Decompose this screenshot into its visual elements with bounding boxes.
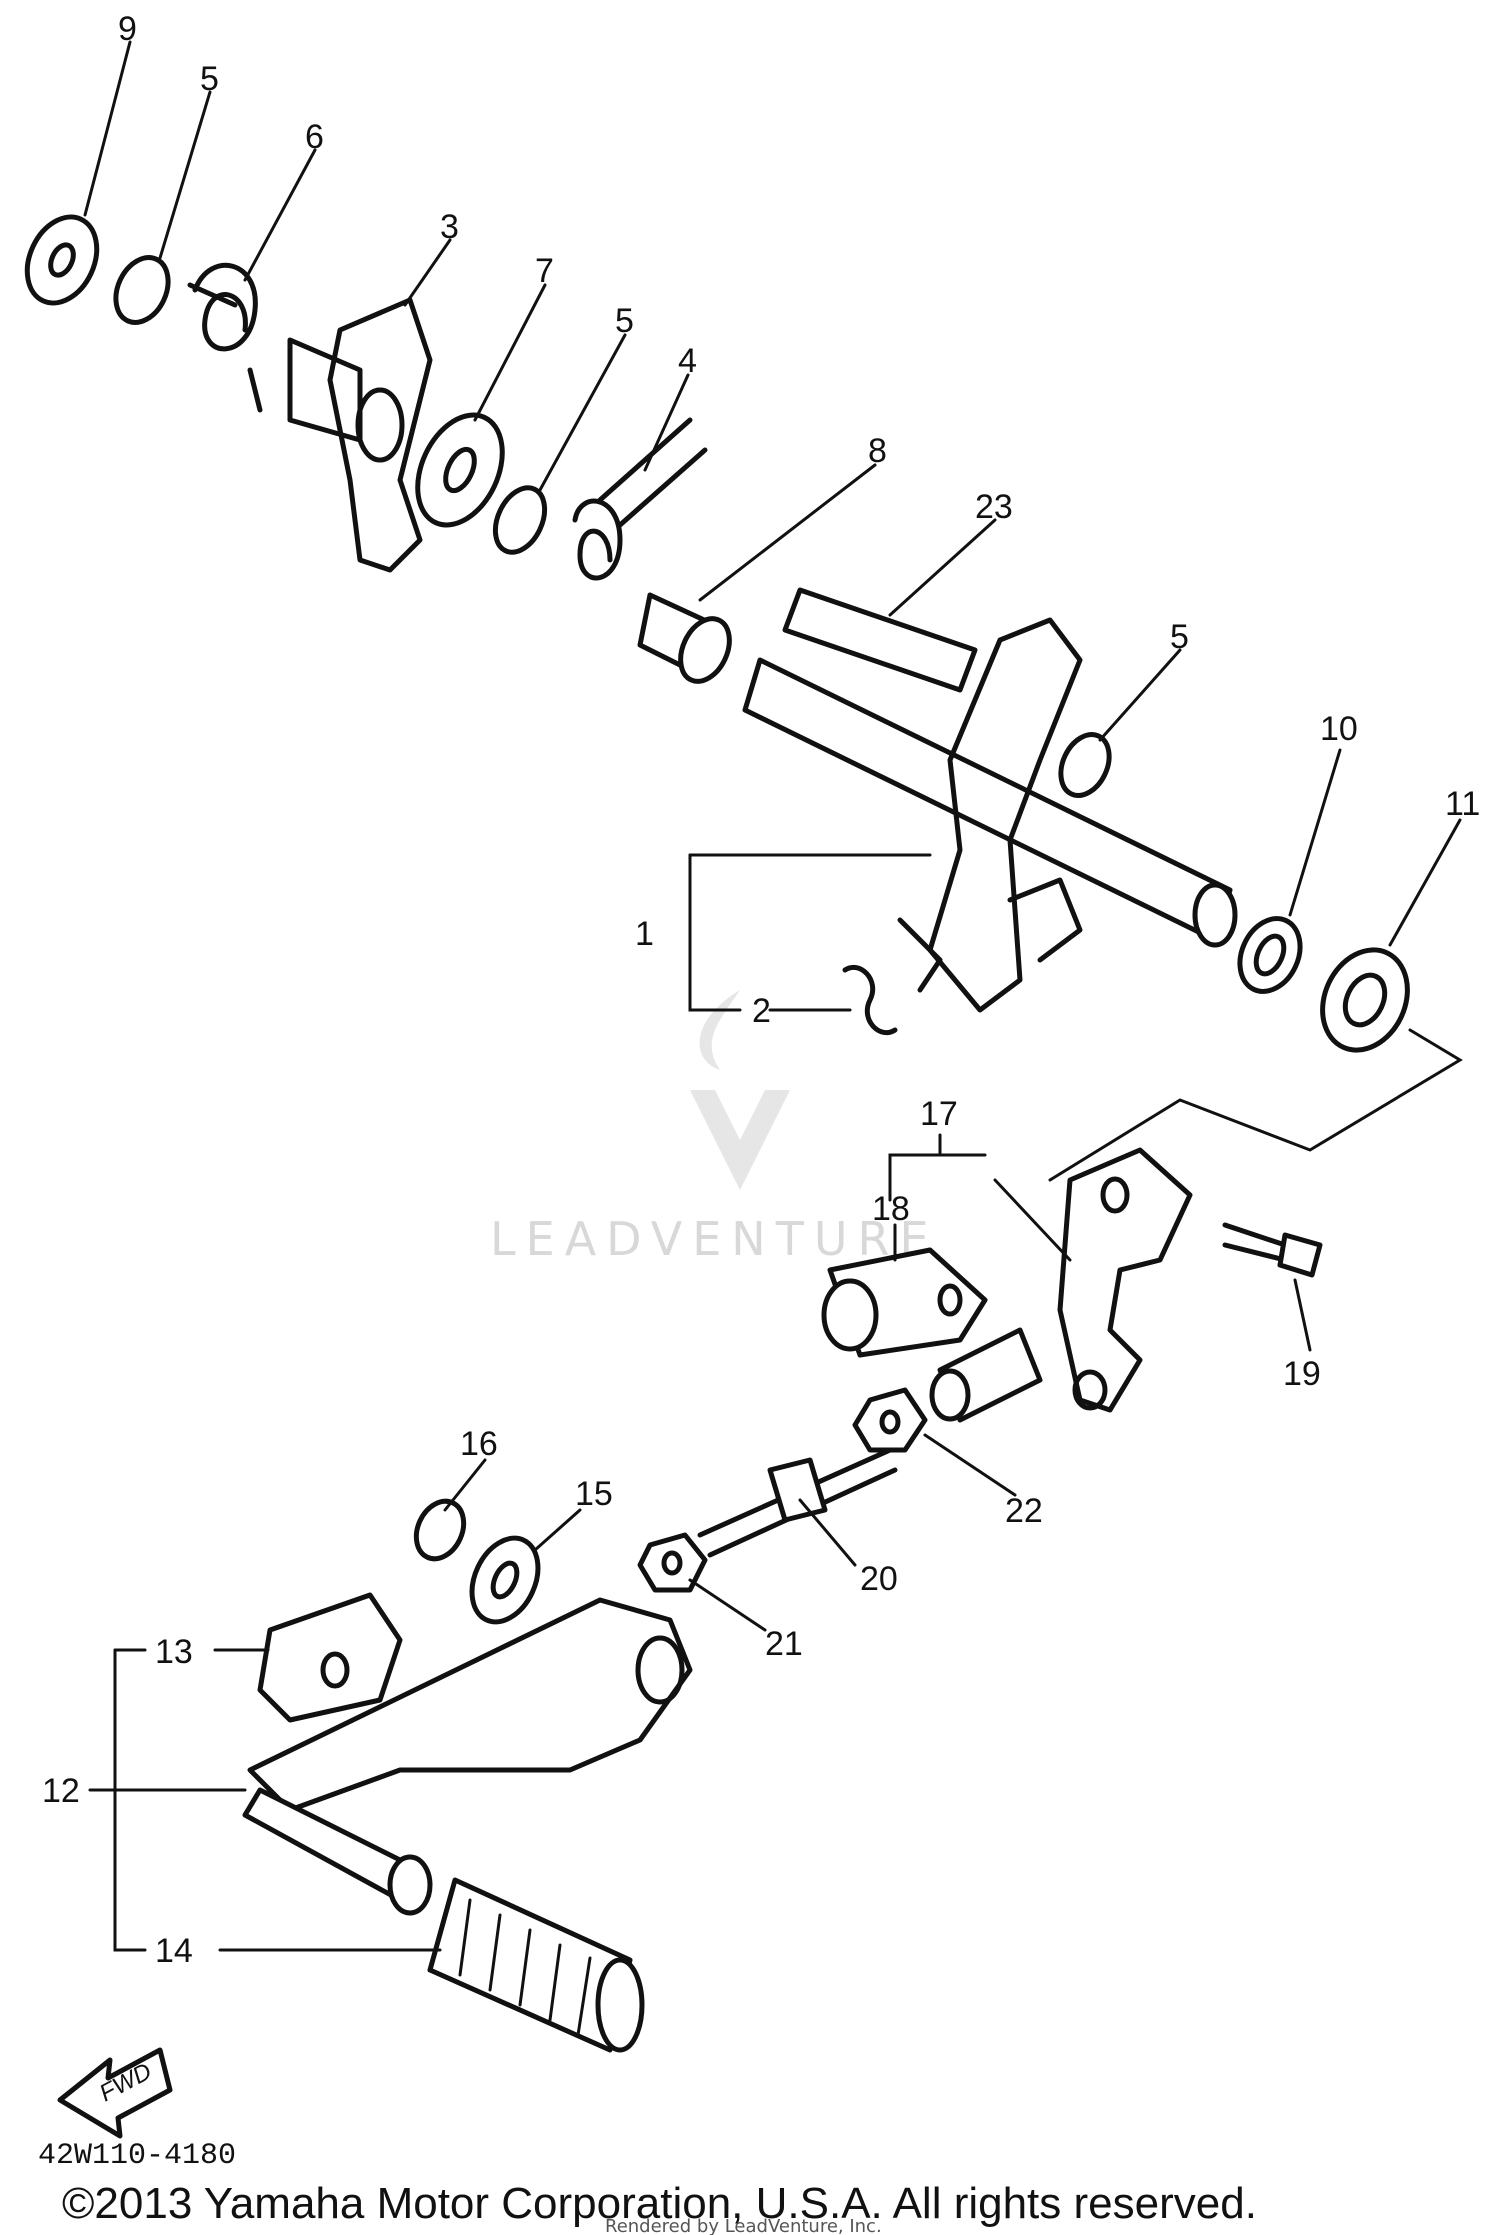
drawing-code: 42W110-4180 (38, 2139, 236, 2173)
part-joint-13 (257, 1592, 403, 1723)
part-nut-21 (637, 1532, 708, 1593)
callout-20: 20 (860, 1560, 898, 1598)
part-joint-18 (821, 1247, 988, 1358)
rendered-by-note: Rendered by LeadVenture, Inc. (605, 2216, 882, 2235)
part-oil-seal-11 (1320, 947, 1410, 1053)
callout-10: 10 (1320, 710, 1358, 748)
part-circlip-5c (1058, 732, 1112, 798)
part-circlip-16 (413, 1498, 467, 1562)
callout-7: 7 (535, 252, 554, 290)
part-circlip-5a (113, 255, 171, 325)
part-shift-pedal-12 (242, 1597, 693, 1916)
callout-21: 21 (765, 1625, 803, 1663)
part-spring-4 (572, 417, 708, 581)
callout-19: 19 (1283, 1355, 1321, 1393)
part-spring-2 (842, 964, 898, 1036)
part-rod-20 (697, 1447, 898, 1558)
copyright-notice: ©2013 Yamaha Motor Corporation, U.S.A. A… (62, 2179, 1257, 2228)
callout-2: 2 (752, 992, 771, 1030)
callout-18: 18 (872, 1190, 910, 1228)
callout-13: 13 (155, 1633, 193, 1671)
part-collar-8 (637, 592, 732, 684)
callout-4: 4 (678, 342, 697, 380)
callout-12: 12 (42, 1772, 80, 1810)
callout-22: 22 (1005, 1492, 1043, 1530)
callout-1: 1 (635, 915, 654, 953)
part-washer-7 (415, 412, 505, 528)
fwd-arrow-icon: FWD (57, 2047, 173, 2139)
callout-3: 3 (440, 208, 459, 246)
watermark-text: LEADVENTURE (490, 1212, 939, 1266)
callout-6: 6 (305, 118, 324, 156)
callout-5: 5 (200, 60, 219, 98)
part-circlip-5b (492, 485, 548, 555)
callout-15: 15 (575, 1475, 613, 1513)
part-bolt-19 (1222, 1222, 1323, 1278)
part-spring-6 (187, 262, 263, 413)
part-nut-22 (852, 1387, 928, 1453)
part-shift-arm-3 (287, 297, 433, 573)
watermark: LEADVENTURE (490, 990, 939, 1266)
callout-labels: 9 5 6 3 7 5 4 8 23 5 10 11 1 2 17 18 19 … (42, 10, 1480, 1970)
callout-5: 5 (615, 302, 634, 340)
part-shift-shaft-1 (742, 617, 1238, 1013)
part-rubber-14 (427, 1877, 645, 2053)
part-washer-15 (469, 1535, 541, 1625)
part-shift-arm-17 (929, 1147, 1193, 1423)
callout-11: 11 (1445, 785, 1480, 823)
callout-9: 9 (118, 10, 137, 48)
callout-5: 5 (1170, 618, 1189, 656)
callout-23: 23 (975, 488, 1013, 526)
part-washer-9 (24, 214, 100, 306)
callout-17: 17 (920, 1095, 958, 1133)
callout-8: 8 (868, 432, 887, 470)
callout-16: 16 (460, 1425, 498, 1463)
part-pin-23 (782, 587, 978, 693)
leader-lines (83, 40, 1462, 1952)
callout-14: 14 (155, 1932, 193, 1970)
connector-line-11-17 (1048, 1028, 1463, 1182)
part-washer-10 (1237, 916, 1303, 994)
